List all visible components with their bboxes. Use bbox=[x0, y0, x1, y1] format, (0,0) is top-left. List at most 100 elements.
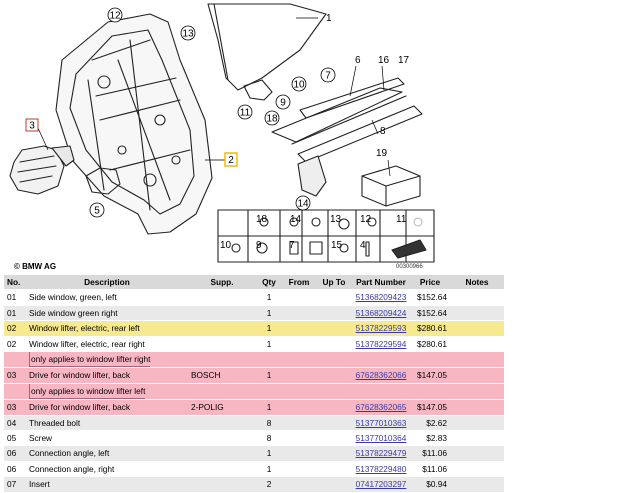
cell-from bbox=[282, 415, 316, 432]
parts-table: No. Description Supp. Qty From Up To Par… bbox=[4, 275, 504, 493]
cell-up-to bbox=[316, 336, 352, 353]
cell-price: $2.62 bbox=[410, 415, 450, 432]
cell-no: 03 bbox=[4, 399, 26, 416]
callout-label: 2 bbox=[228, 155, 234, 166]
cell-price: $280.61 bbox=[410, 320, 450, 337]
cell-part-number: 07417203297 bbox=[352, 476, 410, 493]
part-number-link[interactable]: 51378229480 bbox=[355, 463, 407, 474]
callout-label: 16 bbox=[378, 55, 390, 66]
part-number-link[interactable]: 07417203297 bbox=[355, 479, 407, 490]
cell-supp bbox=[188, 415, 256, 432]
header-qty: Qty bbox=[256, 275, 282, 291]
cell-from bbox=[282, 336, 316, 353]
cell-part-number: 51378229479 bbox=[352, 445, 410, 462]
cell-qty: 8 bbox=[256, 430, 282, 447]
cell-price: $280.61 bbox=[410, 336, 450, 353]
parts-diagram: 12 13 1 10 7 6 16 17 11 9 18 8 3 2 19 5 bbox=[9, 3, 435, 271]
part-number-link[interactable]: 51368209423 bbox=[355, 292, 407, 303]
cell-notes bbox=[450, 461, 504, 478]
cell-supp bbox=[188, 430, 256, 447]
cell-qty: 1 bbox=[256, 336, 282, 353]
callout-label: 6 bbox=[355, 55, 361, 66]
header-notes: Notes bbox=[450, 275, 504, 291]
part-number-link[interactable]: 51377010364 bbox=[355, 433, 407, 444]
callout-label: 1 bbox=[326, 13, 332, 24]
cell-from bbox=[282, 461, 316, 478]
cell-qty: 2 bbox=[256, 476, 282, 493]
note-spacer bbox=[4, 383, 26, 401]
part-number-link[interactable]: 67628362065 bbox=[355, 402, 407, 413]
cell-no: 04 bbox=[4, 415, 26, 432]
header-up-to: Up To bbox=[316, 275, 352, 291]
cell-supp bbox=[188, 320, 256, 337]
cell-up-to bbox=[316, 320, 352, 337]
cell-supp: BOSCH bbox=[188, 367, 256, 384]
cell-no: 07 bbox=[4, 476, 26, 493]
part-number-link[interactable]: 51368209424 bbox=[355, 307, 407, 318]
callout-label: 12 bbox=[109, 11, 121, 22]
callout-label: 14 bbox=[297, 199, 309, 210]
callout-label: 17 bbox=[398, 55, 410, 66]
exploded-view-drawing: 12 13 1 10 7 6 16 17 11 9 18 8 3 2 19 5 bbox=[9, 3, 435, 263]
cell-from bbox=[282, 289, 316, 306]
callout-label: 12 bbox=[360, 214, 372, 225]
part-number-link[interactable]: 51378229479 bbox=[355, 448, 407, 459]
parts-table-container: No. Description Supp. Qty From Up To Par… bbox=[4, 275, 504, 493]
cell-description: Screw bbox=[26, 430, 188, 447]
cell-part-number: 51368209423 bbox=[352, 289, 410, 306]
cell-from bbox=[282, 305, 316, 322]
callout-label: 7 bbox=[325, 71, 331, 82]
cell-notes bbox=[450, 336, 504, 353]
part-number-link[interactable]: 51378229594 bbox=[355, 338, 407, 349]
cell-up-to bbox=[316, 289, 352, 306]
cell-description: Side window, green, left bbox=[26, 289, 188, 306]
copyright-text: © BMW AG bbox=[14, 262, 57, 271]
cell-notes bbox=[450, 289, 504, 306]
header-supp: Supp. bbox=[188, 275, 256, 291]
callout-label: 15 bbox=[331, 240, 343, 251]
part-number-link[interactable]: 67628362066 bbox=[355, 370, 407, 381]
note-cell: only applies to window lifter left bbox=[26, 383, 504, 401]
header-from: From bbox=[282, 275, 316, 291]
part-number-link[interactable]: 51378229593 bbox=[355, 323, 407, 334]
note-text: only applies to window lifter right bbox=[29, 352, 151, 367]
callout-label: 5 bbox=[94, 206, 100, 217]
cell-up-to bbox=[316, 399, 352, 416]
cell-up-to bbox=[316, 305, 352, 322]
cell-description: Connection angle, right bbox=[26, 461, 188, 478]
callout-label: 14 bbox=[290, 214, 302, 225]
cell-from bbox=[282, 430, 316, 447]
cell-part-number: 51377010363 bbox=[352, 415, 410, 432]
cell-no: 01 bbox=[4, 289, 26, 306]
cell-qty: 1 bbox=[256, 305, 282, 322]
cell-supp bbox=[188, 305, 256, 322]
header-part-number: Part Number bbox=[352, 275, 410, 291]
cell-description: Connection angle, left bbox=[26, 445, 188, 462]
cell-description: Window lifter, electric, rear right bbox=[26, 336, 188, 353]
cell-from bbox=[282, 367, 316, 384]
note-row: only applies to window lifter right bbox=[4, 351, 504, 369]
callout-label: 10 bbox=[293, 80, 305, 91]
note-row: only applies to window lifter left bbox=[4, 383, 504, 401]
cell-qty: 1 bbox=[256, 445, 282, 462]
cell-description: Side window green right bbox=[26, 305, 188, 322]
cell-price: $11.06 bbox=[410, 461, 450, 478]
cell-price: $2.83 bbox=[410, 430, 450, 447]
callout-label: 8 bbox=[380, 126, 386, 137]
cell-notes bbox=[450, 430, 504, 447]
cell-qty: 1 bbox=[256, 289, 282, 306]
part-number-link[interactable]: 51377010363 bbox=[355, 417, 407, 428]
cell-up-to bbox=[316, 445, 352, 462]
cell-from bbox=[282, 476, 316, 493]
cell-no: 06 bbox=[4, 461, 26, 478]
cell-price: $147.05 bbox=[410, 367, 450, 384]
